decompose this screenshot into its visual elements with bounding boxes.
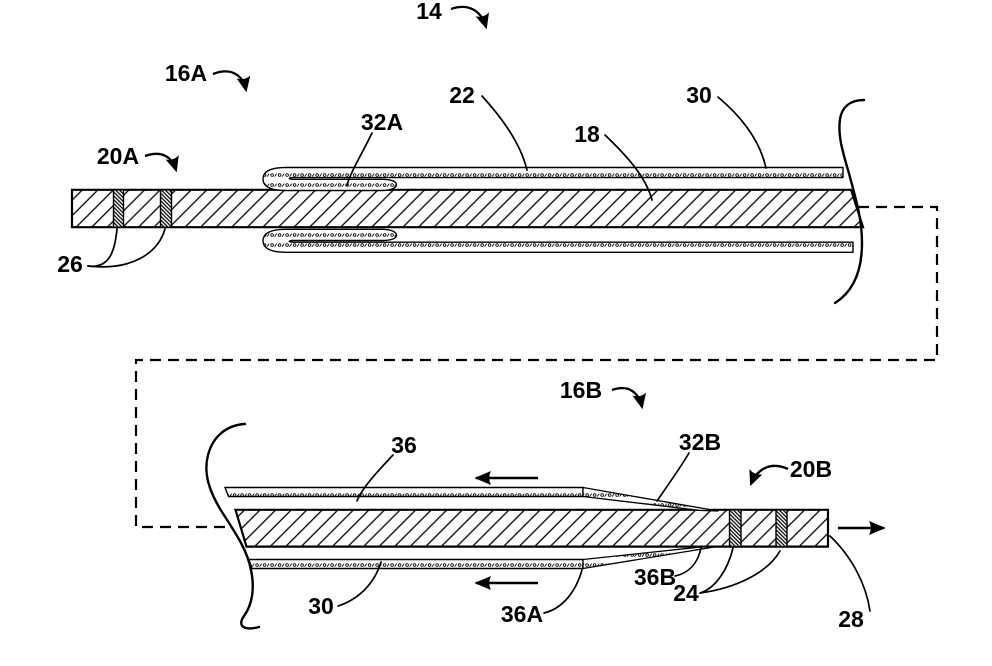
marker-band-24-right [775,509,788,548]
break-line-16a [833,98,866,305]
label-32b: 32B [679,429,721,455]
label-36b: 36B [634,564,676,590]
view-16b [205,422,886,630]
leader-26-b [87,228,166,268]
folded-sleeve-upper-32a [262,166,844,192]
leader-22 [481,95,528,171]
leader-lines [87,95,871,614]
leader-30-top [717,96,767,169]
leader-36 [356,454,394,502]
leader-28 [829,535,871,612]
label-28: 28 [838,606,864,632]
arrow-20a [144,152,179,173]
folded-sleeve-lower-32a [262,228,854,253]
arrow-16a [212,70,251,93]
leader-36a [543,569,583,614]
label-14: 14 [416,0,442,24]
sheath-upper-wall-36 [223,486,584,498]
label-30-top: 30 [686,82,712,108]
label-26: 26 [57,251,83,277]
label-22: 22 [449,82,475,108]
marker-band-26-right [159,189,173,228]
leader-24-a [699,547,734,594]
arrow-14 [450,5,489,30]
label-32a: 32A [361,109,403,135]
view-16a [70,98,866,305]
sheath-upper-taper-32b [582,486,719,512]
leader-30-bottom [337,561,382,607]
arrow-20b [749,464,789,487]
dashed-section-connector [134,205,939,529]
arrow-16b [611,387,647,410]
label-20a: 20A [97,143,139,169]
reference-arrows [144,5,789,487]
label-30-bottom: 30 [308,593,334,619]
marker-band-26-left [112,189,125,228]
leader-32b [656,452,690,502]
leader-24-b [699,550,781,594]
label-36: 36 [391,432,417,458]
label-18: 18 [574,121,600,147]
leader-32a [346,132,373,186]
marker-band-24-left [728,509,742,548]
reference-numerals: 14 16A 20A 26 32A 22 18 30 16B 36 32B 20… [57,0,864,632]
label-20b: 20B [790,456,832,482]
inner-shaft-18 [70,188,865,229]
inner-shaft-distal-18 [234,508,830,548]
label-36a: 36A [501,601,543,627]
leader-36b [674,547,702,577]
sheath-lower-wall-30 [248,558,584,570]
break-line-16b [205,422,261,630]
leader-26-a [87,228,118,267]
label-16a: 16A [165,60,207,86]
label-24: 24 [673,580,699,606]
sheath-lower-taper-36b [582,545,719,570]
label-16b: 16B [560,377,602,403]
leader-18 [604,134,653,201]
